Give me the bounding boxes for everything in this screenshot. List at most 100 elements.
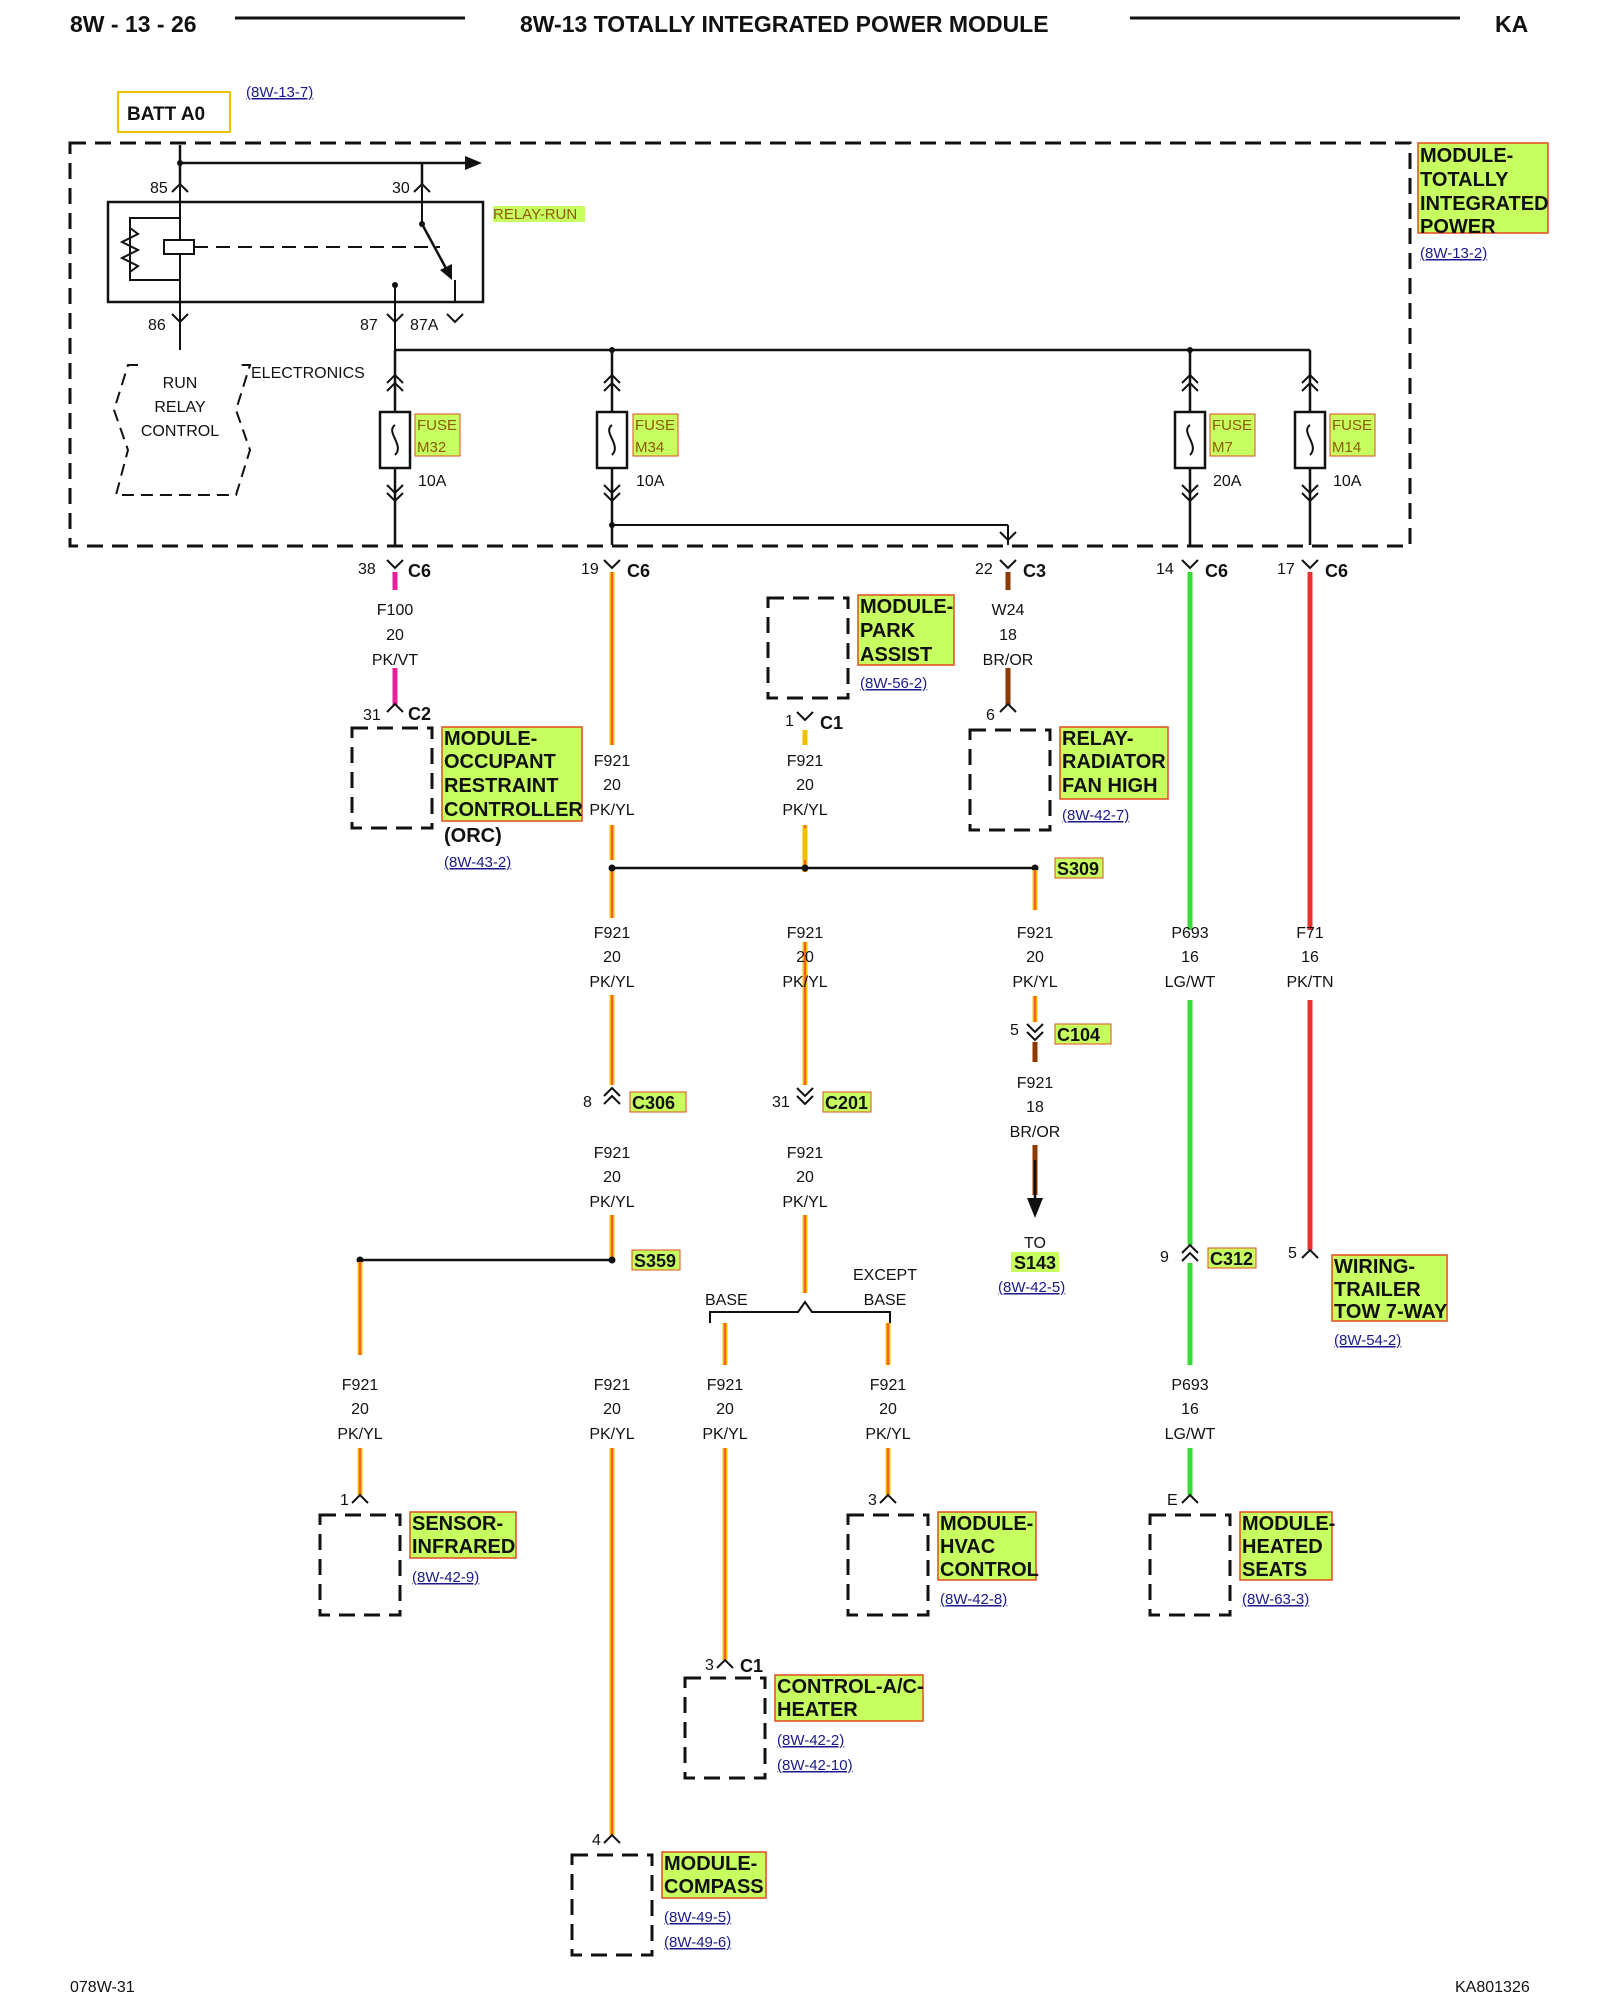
svg-text:C306: C306 bbox=[632, 1093, 675, 1113]
svg-text:HVAC: HVAC bbox=[940, 1536, 995, 1558]
hvac-ref-link[interactable]: (8W-42-8) bbox=[940, 1591, 1007, 1608]
svg-text:PK/YL: PK/YL bbox=[865, 1426, 910, 1443]
svg-text:F921: F921 bbox=[787, 753, 824, 770]
infrared-ref-link[interactable]: (8W-42-9) bbox=[412, 1569, 479, 1586]
svg-text:31: 31 bbox=[363, 707, 381, 724]
park-ref-link[interactable]: (8W-56-2) bbox=[860, 675, 927, 692]
svg-text:F921: F921 bbox=[870, 1377, 907, 1394]
svg-text:F921: F921 bbox=[787, 925, 824, 942]
svg-text:PK/YL: PK/YL bbox=[782, 802, 827, 819]
acheater-ref-link-1[interactable]: (8W-42-2) bbox=[777, 1732, 844, 1749]
orc-ref-link[interactable]: (8W-43-2) bbox=[444, 854, 511, 871]
compass-ref-link-2[interactable]: (8W-49-6) bbox=[664, 1934, 731, 1951]
svg-text:PK/YL: PK/YL bbox=[782, 974, 827, 991]
compass-ref-link-1[interactable]: (8W-49-5) bbox=[664, 1909, 731, 1926]
seats-ref-link[interactable]: (8W-63-3) bbox=[1242, 1591, 1309, 1608]
svg-text:30: 30 bbox=[392, 180, 410, 197]
svg-text:SENSOR-: SENSOR- bbox=[412, 1513, 503, 1535]
svg-text:CONTROL: CONTROL bbox=[141, 423, 219, 440]
svg-text:LG/WT: LG/WT bbox=[1165, 1426, 1216, 1443]
svg-text:20: 20 bbox=[351, 1401, 369, 1418]
heated-seats-component bbox=[1148, 1513, 1232, 1617]
svg-text:F921: F921 bbox=[594, 1145, 631, 1162]
svg-text:FUSE: FUSE bbox=[1212, 417, 1252, 434]
svg-text:F100: F100 bbox=[377, 602, 414, 619]
svg-text:6: 6 bbox=[986, 707, 995, 724]
svg-text:18: 18 bbox=[999, 627, 1017, 644]
batt-ref-link[interactable]: (8W-13-7) bbox=[246, 84, 313, 101]
svg-text:M34: M34 bbox=[635, 439, 664, 456]
svg-text:EXCEPT: EXCEPT bbox=[853, 1267, 917, 1284]
svg-text:PK/YL: PK/YL bbox=[782, 1194, 827, 1211]
svg-text:F921: F921 bbox=[1017, 925, 1054, 942]
svg-text:S143: S143 bbox=[1014, 1253, 1056, 1273]
orc-component bbox=[350, 726, 434, 830]
svg-text:BASE: BASE bbox=[864, 1292, 907, 1309]
svg-text:PK/YL: PK/YL bbox=[1012, 974, 1057, 991]
svg-text:20: 20 bbox=[796, 1169, 814, 1186]
svg-text:HEATER: HEATER bbox=[777, 1699, 858, 1721]
vehicle-code: KA bbox=[1495, 11, 1528, 37]
svg-text:16: 16 bbox=[1181, 949, 1199, 966]
svg-text:16: 16 bbox=[1181, 1401, 1199, 1418]
svg-text:1: 1 bbox=[340, 1492, 349, 1509]
svg-text:20: 20 bbox=[603, 777, 621, 794]
svg-text:20: 20 bbox=[796, 777, 814, 794]
svg-text:S359: S359 bbox=[634, 1251, 676, 1271]
radfan-ref-link[interactable]: (8W-42-7) bbox=[1062, 807, 1129, 824]
footer-right: KA801326 bbox=[1455, 1979, 1530, 1996]
svg-text:P693: P693 bbox=[1171, 925, 1208, 942]
svg-text:20A: 20A bbox=[1213, 473, 1242, 490]
svg-text:MODULE-: MODULE- bbox=[1242, 1513, 1335, 1535]
svg-text:ASSIST: ASSIST bbox=[860, 644, 932, 666]
tipm-ref-link[interactable]: (8W-13-2) bbox=[1420, 245, 1487, 262]
svg-text:86: 86 bbox=[148, 317, 166, 334]
svg-text:C6: C6 bbox=[1205, 561, 1228, 581]
svg-text:PK/YL: PK/YL bbox=[589, 1426, 634, 1443]
fuse-m7 bbox=[1173, 350, 1207, 545]
svg-text:14: 14 bbox=[1156, 561, 1174, 578]
svg-text:4: 4 bbox=[592, 1832, 601, 1849]
svg-text:RELAY-: RELAY- bbox=[1062, 728, 1134, 750]
svg-text:C1: C1 bbox=[820, 713, 843, 733]
svg-text:RESTRAINT: RESTRAINT bbox=[444, 775, 558, 797]
svg-text:COMPASS: COMPASS bbox=[664, 1876, 764, 1898]
svg-text:18: 18 bbox=[1026, 1099, 1044, 1116]
svg-text:9: 9 bbox=[1160, 1249, 1169, 1266]
ac-heater-control-component bbox=[683, 1676, 767, 1780]
fuse-m32 bbox=[378, 350, 412, 545]
svg-text:F921: F921 bbox=[594, 1377, 631, 1394]
svg-text:5: 5 bbox=[1288, 1245, 1297, 1262]
svg-text:E: E bbox=[1167, 1492, 1178, 1509]
batt-label: BATT A0 bbox=[127, 104, 205, 125]
svg-text:HEATED: HEATED bbox=[1242, 1536, 1323, 1558]
svg-text:87: 87 bbox=[360, 317, 378, 334]
svg-text:RADIATOR: RADIATOR bbox=[1062, 751, 1166, 773]
svg-text:(ORC): (ORC) bbox=[444, 825, 502, 847]
svg-text:20: 20 bbox=[1026, 949, 1044, 966]
svg-text:PK/YL: PK/YL bbox=[589, 1194, 634, 1211]
svg-text:16: 16 bbox=[1301, 949, 1319, 966]
svg-text:FAN HIGH: FAN HIGH bbox=[1062, 775, 1158, 797]
tipm-label-1: MODULE- bbox=[1420, 145, 1513, 167]
svg-text:S309: S309 bbox=[1057, 859, 1099, 879]
svg-text:20: 20 bbox=[796, 949, 814, 966]
svg-text:C2: C2 bbox=[408, 704, 431, 724]
svg-text:RUN: RUN bbox=[163, 375, 198, 392]
svg-text:31: 31 bbox=[772, 1094, 790, 1111]
svg-text:3: 3 bbox=[705, 1657, 714, 1674]
svg-text:F921: F921 bbox=[594, 925, 631, 942]
svg-text:TRAILER: TRAILER bbox=[1334, 1279, 1421, 1301]
s143-ref-link[interactable]: (8W-42-5) bbox=[998, 1279, 1065, 1296]
relay-run-box bbox=[106, 200, 485, 304]
svg-text:CONTROLLER: CONTROLLER bbox=[444, 799, 583, 821]
acheater-ref-link-2[interactable]: (8W-42-10) bbox=[777, 1757, 853, 1774]
svg-text:10A: 10A bbox=[1333, 473, 1362, 490]
svg-text:10A: 10A bbox=[418, 473, 447, 490]
svg-text:MODULE-: MODULE- bbox=[940, 1513, 1033, 1535]
trailer-ref-link[interactable]: (8W-54-2) bbox=[1334, 1332, 1401, 1349]
svg-text:CONTROL: CONTROL bbox=[940, 1559, 1039, 1581]
svg-text:87A: 87A bbox=[410, 317, 439, 334]
svg-text:BR/OR: BR/OR bbox=[1010, 1124, 1061, 1141]
